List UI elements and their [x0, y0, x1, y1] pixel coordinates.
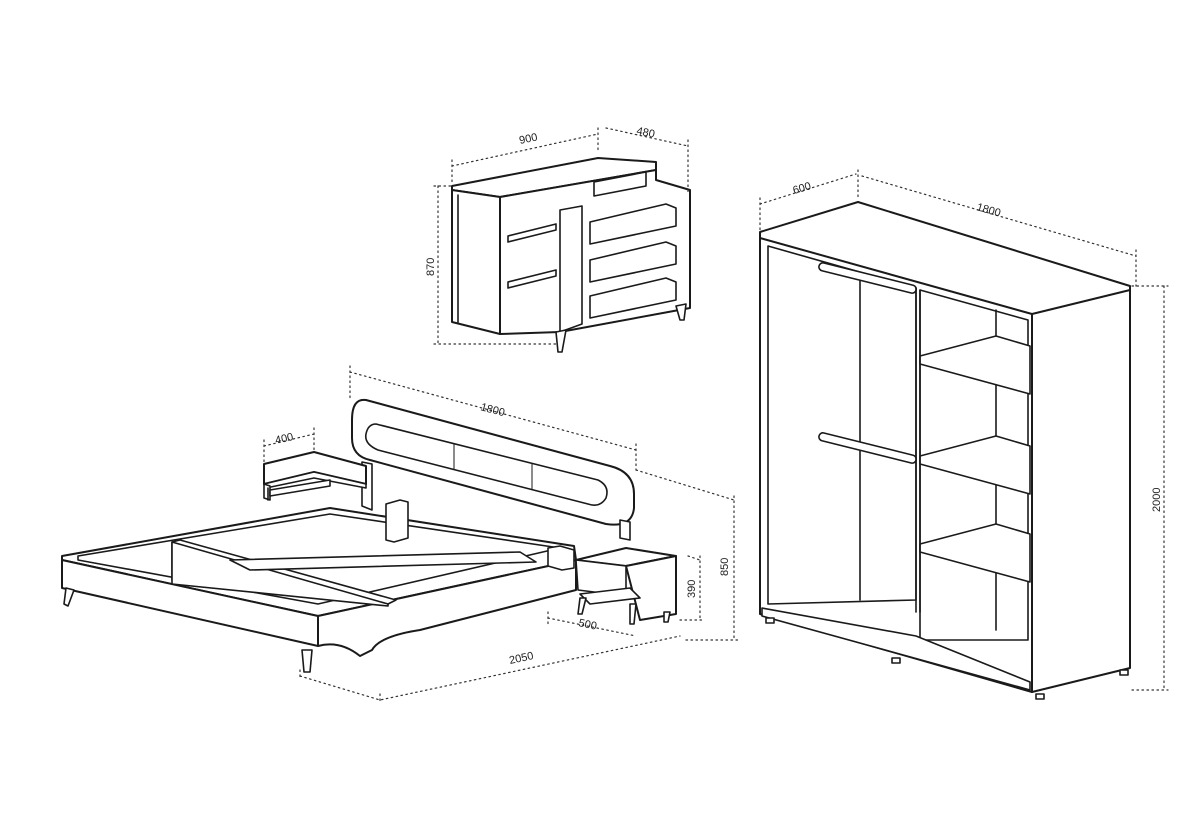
- dim-dresser-height: 870: [425, 258, 437, 276]
- nightstand-right: [575, 547, 677, 625]
- dresser-side-panel: [451, 189, 501, 335]
- dim-nightstand-height: 390: [686, 580, 698, 598]
- nightstand-right-leg-1: [577, 597, 587, 615]
- dresser-leg-back: [675, 303, 687, 321]
- bed-leg-front-right: [301, 649, 313, 673]
- dim-bed-length: 2050: [508, 650, 534, 667]
- dresser-leg-front: [555, 329, 567, 353]
- dresser-drawer-1: [589, 203, 677, 245]
- dim-bed-headboard-width: 1800: [479, 401, 506, 419]
- nightstand-left: [263, 451, 367, 501]
- wardrobe-hanging-section: [767, 245, 917, 605]
- dresser-drawer-2: [589, 241, 677, 283]
- bed-frame-side: [317, 559, 577, 657]
- nightstand-left-top: [263, 451, 367, 485]
- wardrobe: [759, 201, 1131, 700]
- dim-wardrobe-depth: 600: [792, 180, 813, 197]
- dim-nightstand-width: 400: [274, 431, 295, 447]
- wardrobe-sliding-track: [761, 607, 1031, 691]
- dim-dresser-depth: 480: [635, 125, 655, 141]
- bed-post-right: [547, 545, 575, 571]
- dresser-dimensions: 900 480 870: [425, 125, 689, 345]
- nightstand-right-side: [625, 555, 677, 621]
- bed: [61, 398, 635, 673]
- wardrobe-side: [1031, 289, 1131, 693]
- bed-headboard-padding: [364, 423, 608, 506]
- dim-wardrobe-width: 1800: [975, 201, 1002, 219]
- dim-bed-headboard-height: 850: [719, 558, 731, 576]
- bed-post-left: [385, 499, 409, 543]
- dim-wardrobe-height: 2000: [1151, 488, 1163, 512]
- dresser: [451, 157, 691, 353]
- nightstand-right-leg-2: [629, 603, 637, 625]
- bed-leg-front-left: [63, 587, 75, 607]
- dim-dresser-width: 900: [518, 131, 538, 147]
- dresser-drawer-3: [589, 277, 677, 319]
- dim-nightstand-depth: 500: [577, 617, 597, 633]
